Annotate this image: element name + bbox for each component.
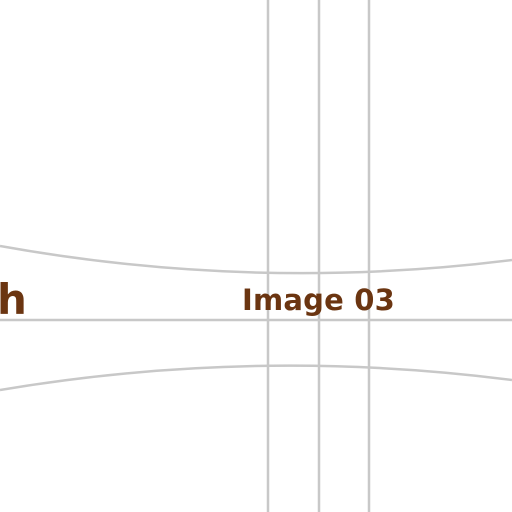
curved-gridline-top bbox=[0, 244, 512, 275]
image-title: Image 03 bbox=[242, 283, 396, 317]
curved-gridline-bottom bbox=[0, 364, 512, 392]
cropped-label-fragment: h bbox=[0, 275, 27, 324]
